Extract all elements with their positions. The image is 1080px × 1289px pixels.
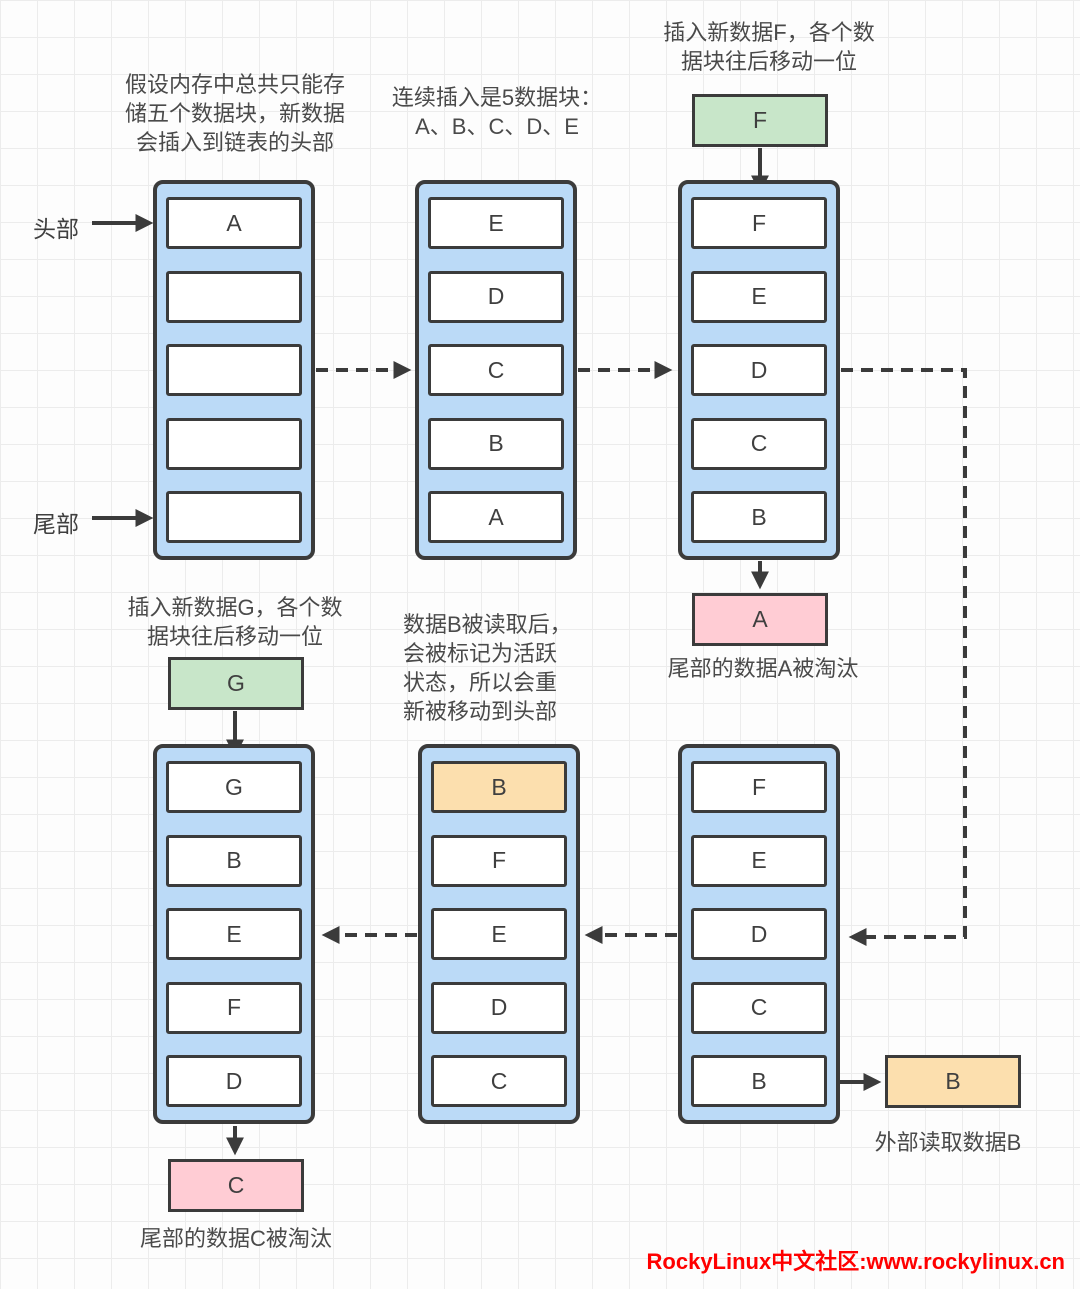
cell: C [428,344,564,396]
linkedlist-after-abcde: E D C B A [415,180,577,560]
note-line: 据块往后移动一位 [680,49,857,74]
cell: B [691,1055,827,1107]
linkedlist-after-g: G B E F D [153,744,315,1124]
cell: F [431,834,567,887]
note-insert-f: 插入新数据F，各个数 据块往后移动一位 [644,18,894,76]
note-line: 状态，所以会重 [403,670,558,695]
note-c-evicted: 尾部的数据C被淘汰 [140,1226,332,1251]
linkedlist-b-read: F E D C B [678,744,840,1124]
cell: C [431,1055,567,1107]
cell: D [691,344,827,396]
cell: D [428,270,564,323]
watermark: RockyLinux中文社区:www.rockylinux.cn [646,1249,1065,1274]
note-a-evicted: 尾部的数据A被淘汰 [667,656,859,681]
cell: D [166,1055,302,1107]
note-insert-5: 连续插入是5数据块： A、B、C、D、E [372,83,622,141]
cell [166,270,302,323]
cell-highlighted: B [431,761,567,813]
note-line: 假设内存中总共只能存 [124,72,345,97]
cell: F [166,981,302,1034]
note-b-read: 外部读取数据B [874,1130,1022,1155]
cell: E [166,908,302,960]
cell: A [428,491,564,543]
note-line: 会插入到链表的头部 [135,130,334,155]
cell: E [691,834,827,887]
cell [166,491,302,543]
note-line: 插入新数据F，各个数 [663,20,875,45]
block-evicted-a: A [692,593,828,646]
note-line: 连续插入是5数据块： [391,85,603,110]
linkedlist-b-promoted: B F E D C [418,744,580,1124]
cell: D [691,908,827,960]
cell: B [428,417,564,470]
linkedlist-after-f: F E D C B [678,180,840,560]
note-read-b: 数据B被读取后， 会被标记为活跃 状态，所以会重 新被移动到头部 [403,610,633,726]
note-line: 插入新数据G，各个数 [127,595,343,620]
note-line: 数据B被读取后， [403,612,572,637]
note-line: 新被移动到头部 [403,699,558,724]
cell: E [428,197,564,249]
cell: C [691,981,827,1034]
head-label: 头部 [33,216,79,242]
block-read-b: B [885,1055,1021,1108]
cell: B [166,834,302,887]
cell: F [691,197,827,249]
cell: A [166,197,302,249]
cell: D [431,981,567,1034]
cell: C [691,417,827,470]
note-line: 据块往后移动一位 [146,624,323,649]
block-new-f: F [692,94,828,147]
note-insert-g: 插入新数据G，各个数 据块往后移动一位 [110,593,360,651]
block-evicted-c: C [168,1159,304,1212]
cell: G [166,761,302,813]
tail-label: 尾部 [33,511,79,537]
note-intro: 假设内存中总共只能存 储五个数据块，新数据 会插入到链表的头部 [110,70,360,157]
cell: B [691,491,827,543]
note-line: A、B、C、D、E [415,114,579,139]
cell [166,417,302,470]
cell: E [431,908,567,960]
linkedlist-initial: A [153,180,315,560]
cell: E [691,270,827,323]
cell [166,344,302,396]
block-new-g: G [168,657,304,710]
cell: F [691,761,827,813]
note-line: 储五个数据块，新数据 [124,101,345,126]
note-line: 会被标记为活跃 [403,641,558,666]
